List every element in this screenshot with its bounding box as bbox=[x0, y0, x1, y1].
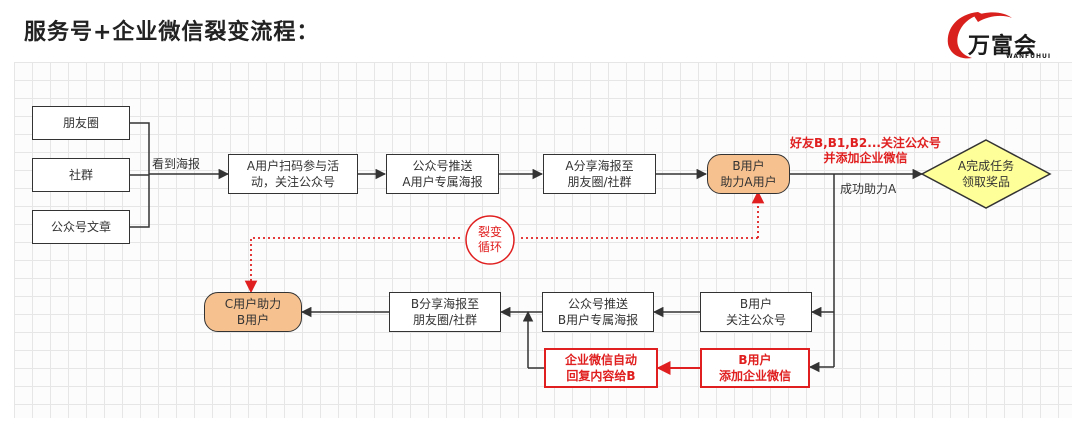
label-success-help: 成功助力A bbox=[840, 182, 897, 196]
node-b-share: B分享海报至 朋友圈/社群 bbox=[389, 292, 501, 332]
source-moments: 朋友圈 bbox=[32, 106, 130, 140]
node-a-scan: A用户扫码参与活 动，关注公众号 bbox=[228, 154, 358, 194]
source-bracket bbox=[130, 122, 150, 228]
node-b-help-a: B用户 助力A用户 bbox=[707, 154, 790, 194]
node-wecom-reply: 企业微信自动 回复内容给B bbox=[544, 348, 658, 388]
logo-text: 万富会 bbox=[968, 33, 1038, 59]
diagram-canvas: 朋友圈 社群 公众号文章 看到海报 A用户扫码参与活 动，关注公众号 公众号推送… bbox=[14, 62, 1072, 418]
node-a-complete: A完成任务 领取奖品 bbox=[957, 159, 1015, 189]
node-push-a: 公众号推送 A用户专属海报 bbox=[386, 154, 499, 194]
logo-subtext: WANFUHUI bbox=[1006, 53, 1052, 60]
node-a-share: A分享海报至 朋友圈/社群 bbox=[543, 154, 656, 194]
fission-cycle-circle bbox=[465, 215, 515, 265]
logo-swoosh-icon bbox=[947, 12, 1012, 59]
node-b-add-wecom: B用户 添加企业微信 bbox=[700, 348, 810, 388]
logo: 万富会 WANFUHUI bbox=[938, 6, 1068, 62]
edge-fission-loop bbox=[251, 237, 758, 292]
label-friends-follow: 好友B,B1,B2...关注公众号 并添加企业微信 bbox=[790, 136, 941, 165]
source-community: 社群 bbox=[32, 158, 130, 192]
node-push-b: 公众号推送 B用户专属海报 bbox=[542, 292, 654, 332]
label-see-poster: 看到海报 bbox=[152, 157, 201, 171]
node-b-follow: B用户 关注公众号 bbox=[700, 292, 812, 332]
source-article: 公众号文章 bbox=[32, 210, 130, 244]
diamond-a-complete bbox=[920, 139, 1052, 209]
page-title: 服务号+企业微信裂变流程： bbox=[24, 20, 320, 45]
connector-lines bbox=[130, 122, 1052, 375]
label-fission-cycle: 裂变 循环 bbox=[477, 225, 502, 254]
node-c-help-b: C用户助力 B用户 bbox=[204, 292, 302, 332]
